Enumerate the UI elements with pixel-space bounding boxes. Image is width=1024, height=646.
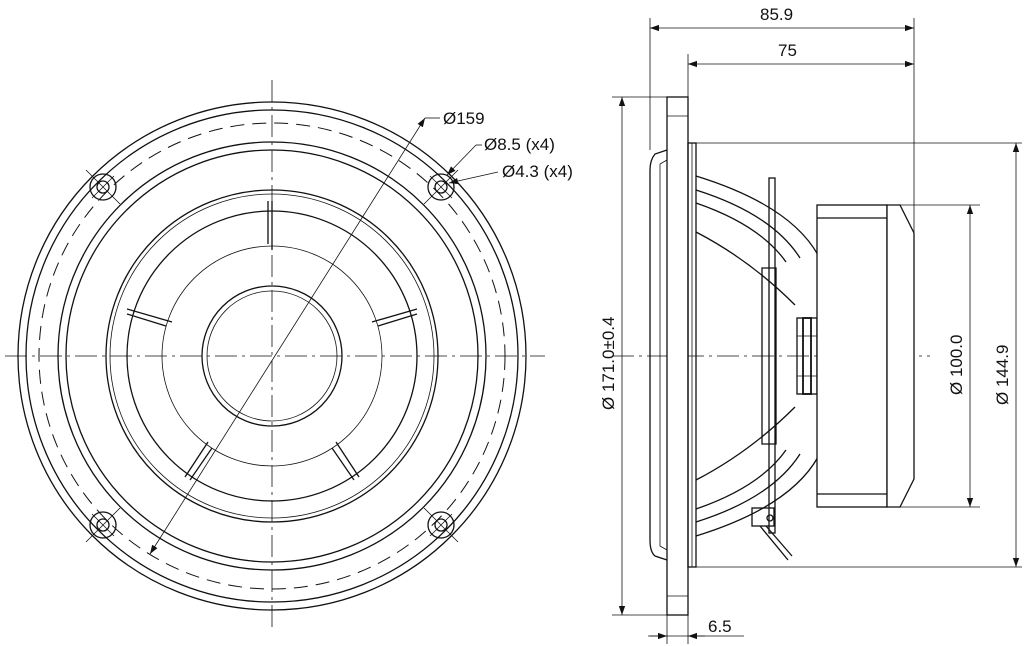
dim-6-5-label: 6.5: [708, 617, 732, 636]
hole-4-3-label: Ø4.3 (x4): [502, 162, 573, 181]
hole-4-3-leader: [448, 171, 499, 185]
diameter-159-label: Ø159: [443, 109, 485, 128]
frame-inner-circle: [25, 109, 519, 603]
cone-profile-bottom: [695, 406, 796, 481]
frame-outer-circle: [17, 101, 527, 611]
surround-profile: [649, 149, 668, 561]
mount-hole-top-left: [85, 169, 121, 205]
diameter-159-leader: [149, 117, 426, 555]
dim-144-9-label: Ø 144.9: [993, 345, 1012, 406]
dim-85-9-label: 85.9: [760, 5, 793, 24]
terminal-connector: [751, 507, 793, 561]
magnet-back-plate: [886, 204, 915, 508]
flange: [666, 96, 689, 616]
front-view: Ø159 Ø8.5 (x4) Ø4.3 (x4): [5, 80, 573, 632]
dim-75-label: 75: [778, 41, 797, 60]
spider-bracket: [768, 177, 776, 534]
spoke-left-edge: [126, 313, 167, 327]
mount-hole-bottom-right: [423, 507, 459, 543]
mount-hole-bottom-left: [85, 507, 121, 543]
basket-arm-top-outer: [695, 175, 819, 256]
magnet: [816, 204, 888, 508]
mount-hole-top-right: [423, 169, 459, 205]
hole-8-5-leader: [446, 144, 477, 176]
hole-8-5-label: Ø8.5 (x4): [484, 135, 555, 154]
side-view: 85.9 75 Ø 171.0±0.4 Ø 100.0 Ø 144.9 6.5: [599, 5, 1022, 644]
cone-profile-top: [695, 231, 796, 306]
basket-arm-bottom-outer: [695, 456, 819, 537]
dim-171-label: Ø 171.0±0.4: [599, 317, 618, 410]
dim-100-label: Ø 100.0: [947, 335, 966, 396]
spoke-right-edge: [377, 313, 418, 327]
bolt-circle-dashed: [38, 122, 506, 590]
